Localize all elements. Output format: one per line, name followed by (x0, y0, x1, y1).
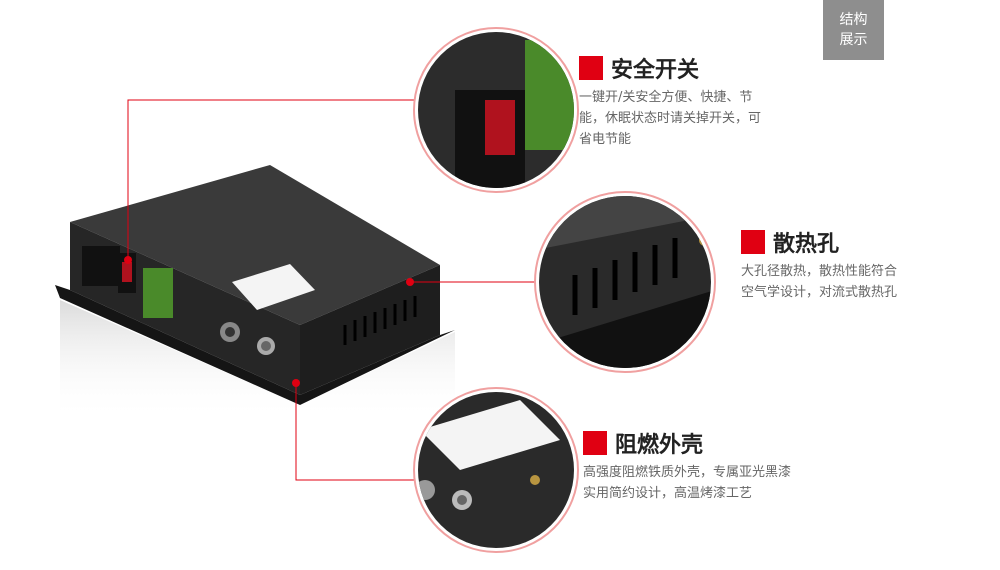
feature-desc-line: 高强度阻燃铁质外壳，专属亚光黑漆 (583, 465, 792, 480)
feature-desc-line: 能，休眠状态时请关掉开关，可 (579, 111, 762, 126)
feature-vents: 散热孔 大孔径散热，散热性能符合空气学设计，对流式散热孔 (741, 227, 897, 303)
feature-casing: 阻燃外壳 高强度阻燃铁质外壳，专属亚光黑漆实用简约设计，高温烤漆工艺 (583, 428, 791, 504)
badge-line1: 结构 (839, 12, 868, 28)
zoom-circle-casing (413, 387, 579, 553)
feature-desc-line: 一键开/关安全方便、快捷、节 (579, 90, 753, 105)
feature-desc-line: 省电节能 (579, 132, 632, 147)
feature-title: 阻燃外壳 (615, 433, 704, 458)
red-square-icon (579, 56, 603, 80)
zoom-circle-switch (413, 27, 579, 193)
red-square-icon (583, 431, 607, 455)
structure-display-badge: 结构 展示 (823, 0, 884, 60)
device-box (55, 165, 455, 420)
red-square-icon (741, 230, 765, 254)
zoom-circle-vents (534, 191, 716, 373)
badge-line2: 展示 (839, 32, 868, 48)
feature-title: 安全开关 (611, 58, 700, 83)
callout-lines (127, 99, 539, 481)
feature-desc-line: 实用简约设计，高温烤漆工艺 (583, 486, 753, 501)
feature-title: 散热孔 (773, 232, 840, 257)
feature-safety-switch: 安全开关 一键开/关安全方便、快捷、节能，休眠状态时请关掉开关，可省电节能 (579, 53, 761, 150)
feature-desc-line: 大孔径散热，散热性能符合 (741, 264, 898, 279)
feature-desc-line: 空气学设计，对流式散热孔 (741, 285, 898, 300)
